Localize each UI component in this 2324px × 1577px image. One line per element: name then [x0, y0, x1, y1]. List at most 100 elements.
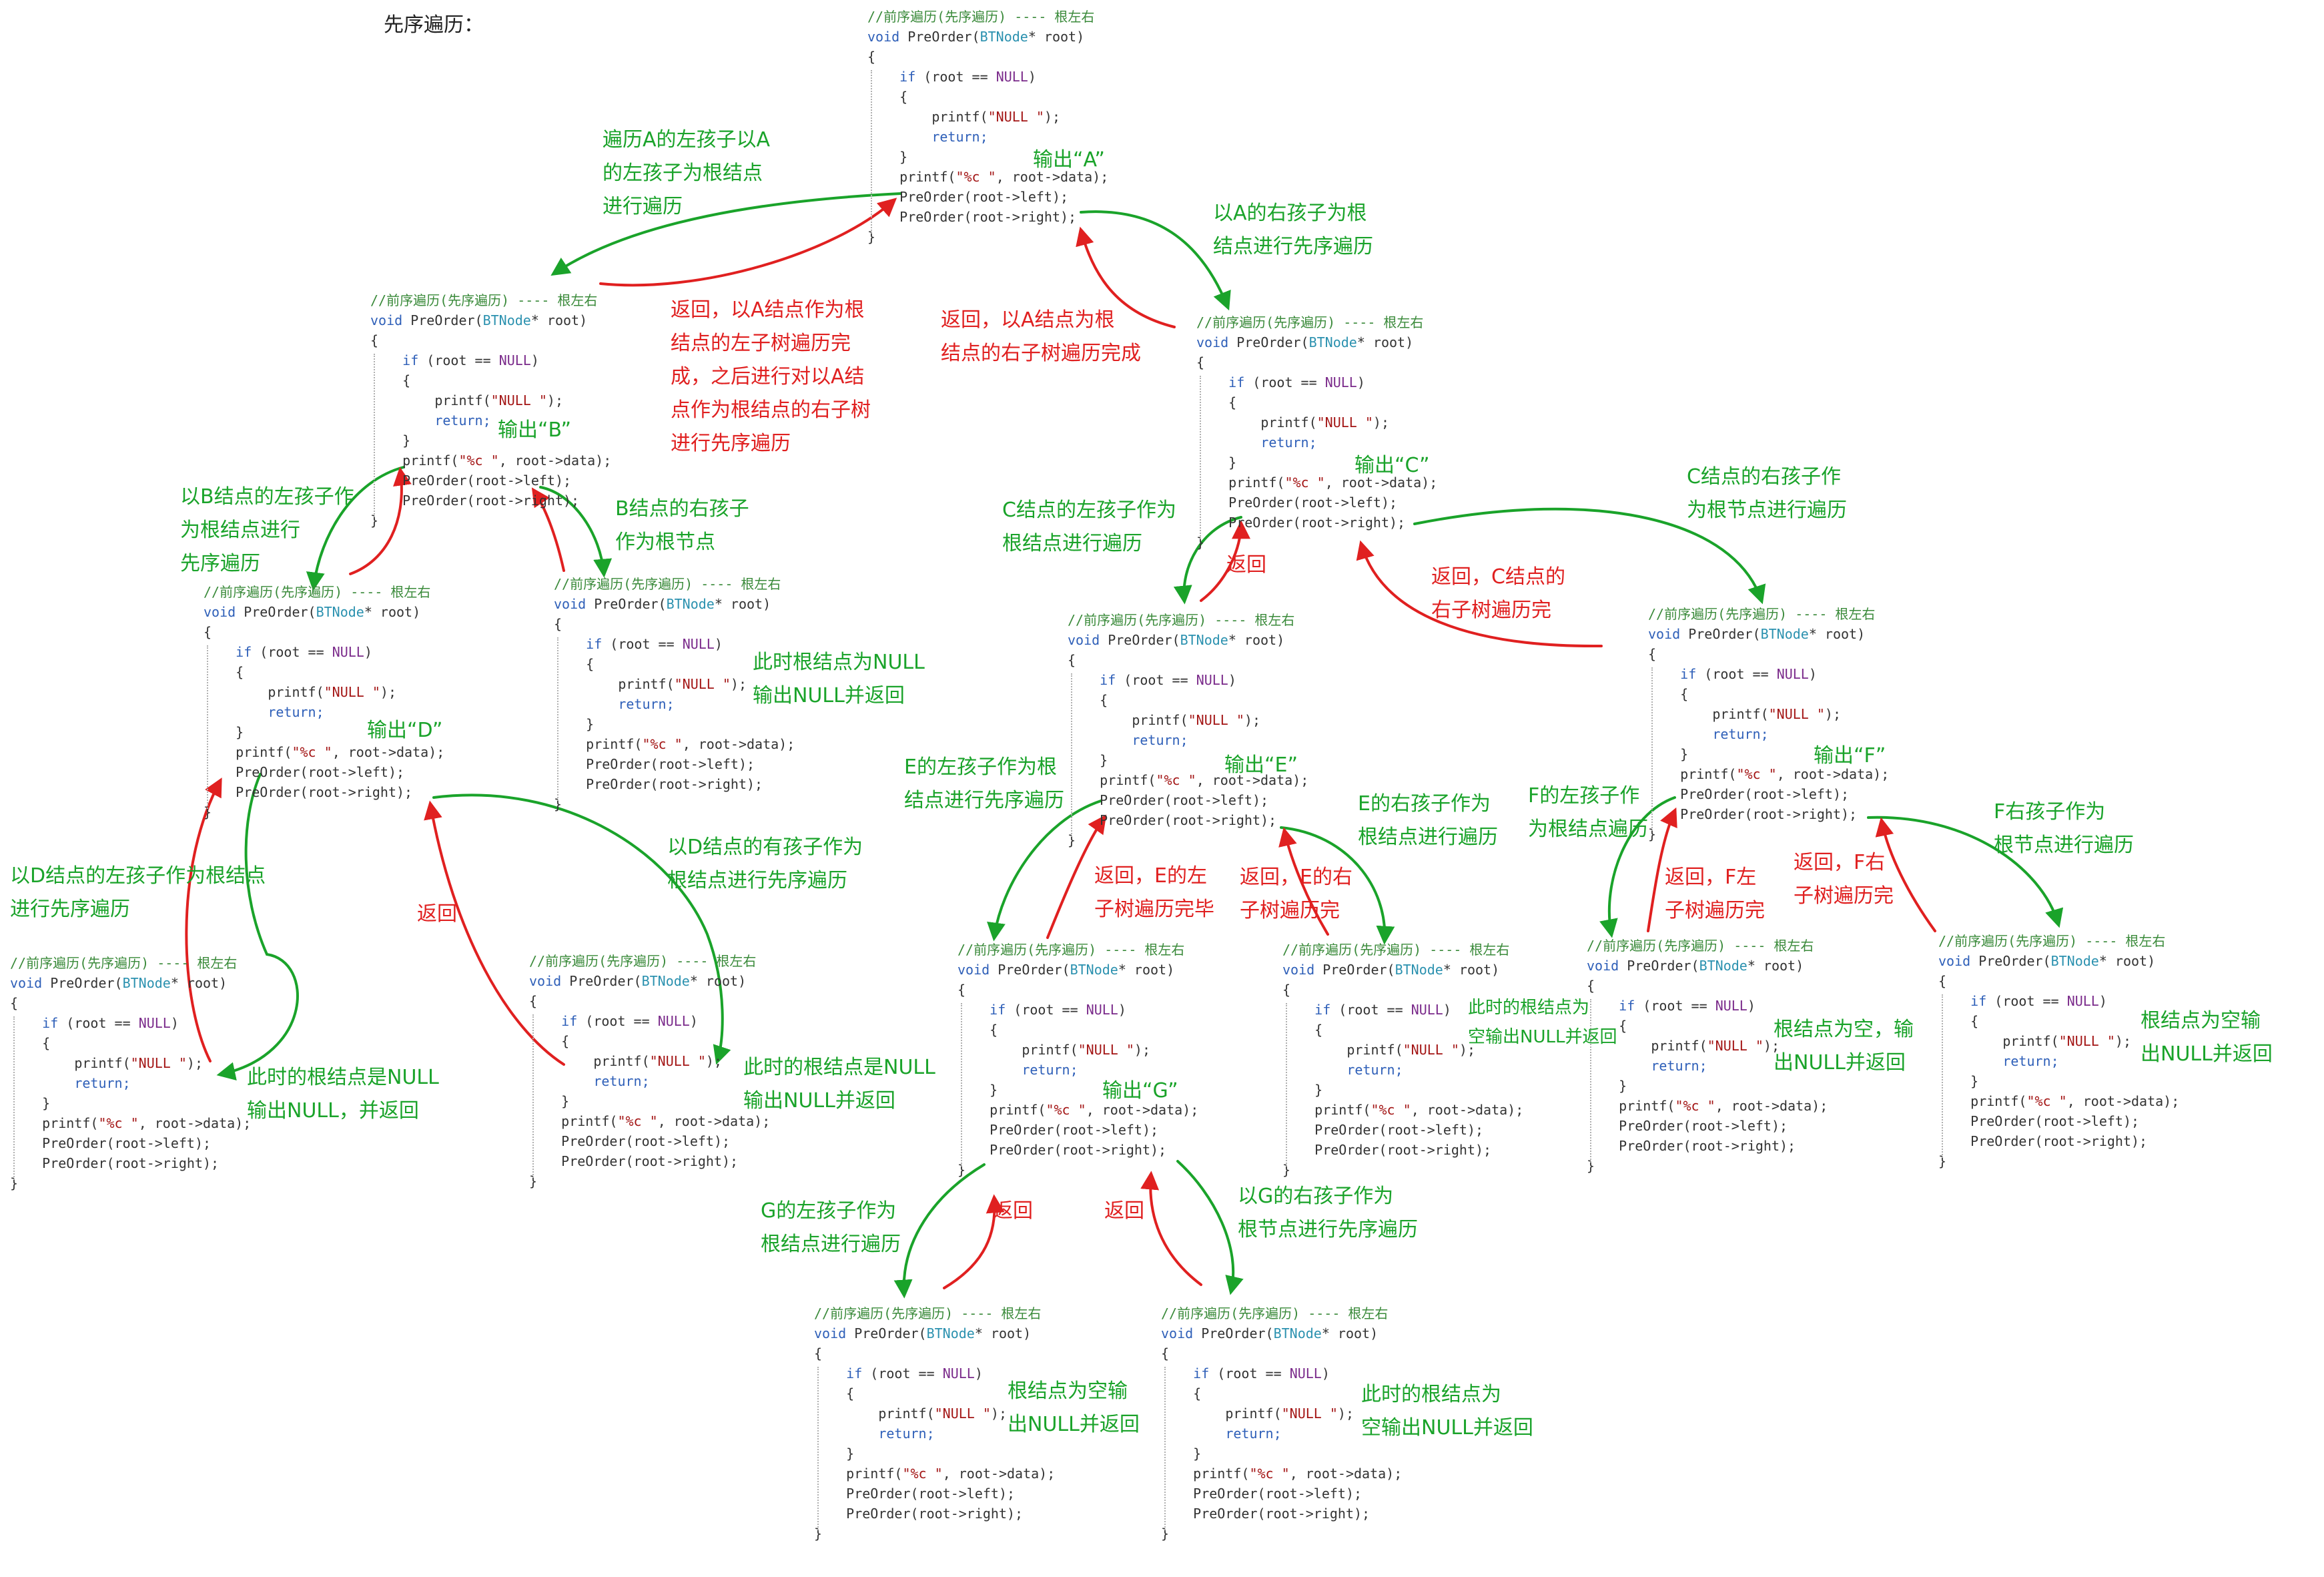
arrow-gright-return	[1140, 1171, 1202, 1286]
note-d-left: 以D结点的左孩子作为根结点 进行先序遍历	[10, 864, 266, 921]
arrow-d-to-b-return	[349, 466, 412, 575]
code-brace-rail	[1286, 1003, 1287, 1167]
note-c-left-back: 返回	[1226, 553, 1266, 577]
note-c-right-done: 返回，C结点的 右子树遍历完	[1431, 565, 1565, 622]
note-d-right-null: 此时的根结点是NULL 输出NULL并返回	[743, 1056, 935, 1113]
code-brace-rail	[961, 1003, 962, 1167]
note-f-right: F右孩子作为 根节点进行遍历	[1994, 800, 2134, 857]
note-g-right-back: 返回	[1104, 1199, 1144, 1223]
note-f-left-null: 根结点为空，输 出NULL并返回	[1774, 1018, 1914, 1074]
arrow-f-to-c-return	[1356, 540, 1603, 648]
note-g-left: G的左孩子作为 根结点进行遍历	[761, 1199, 901, 1256]
arrow-b-to-bright	[539, 486, 613, 578]
note-g-left-null: 根结点为空输 出NULL并返回	[1008, 1379, 1140, 1436]
note-b-right-null: 此时根结点为NULL 输出NULL并返回	[753, 651, 925, 707]
code-brace-rail	[532, 1014, 534, 1178]
note-d-output: 输出“D”	[367, 719, 443, 742]
arrow-bright-return	[531, 487, 565, 572]
arrow-d-to-dright	[432, 794, 731, 1065]
code-brace-rail	[207, 645, 208, 809]
note-g-right: 以G的右孩子作为 根节点进行先序遍历	[1238, 1185, 1418, 1241]
note-e-right: E的右孩子作为 根结点进行遍历	[1358, 792, 1498, 849]
arrow-c-to-f	[1413, 507, 1766, 605]
code-brace-rail	[1164, 1367, 1166, 1530]
arrow-eright-return	[1278, 827, 1329, 936]
note-b-right: B结点的右孩子 作为根节点	[615, 497, 749, 554]
arrow-b-to-d	[306, 466, 405, 591]
arrow-f-to-fright	[1867, 816, 2064, 928]
note-c-left: C结点的左孩子作为 根结点进行遍历	[1002, 499, 1176, 555]
code-brace-rail	[1942, 994, 1943, 1158]
arrow-g-to-e-return	[1046, 814, 1107, 939]
arrow-b-to-a-return	[599, 198, 897, 287]
arrow-e-to-c-return	[1200, 520, 1250, 602]
note-d-right: 以D结点的有孩子作为 根结点进行先序遍历	[667, 836, 863, 892]
note-e-right-null: 此时的根结点为 空输出NULL并返回	[1468, 998, 1617, 1047]
note-f-left: F的左孩子作 为根结点遍历	[1528, 784, 1648, 841]
arrow-c-to-e	[1173, 516, 1242, 605]
note-b-left: 以B结点的左孩子作 为根结点进行 先序遍历	[180, 485, 354, 575]
arrow-e-to-g	[987, 800, 1102, 942]
arrow-d-to-dleft	[216, 773, 299, 1080]
note-e-output: 输出“E”	[1224, 753, 1298, 777]
note-e-left-done: 返回，E的左 子树遍历完毕	[1094, 864, 1214, 921]
note-b-output: 输出“B”	[498, 418, 572, 442]
arrow-gleft-return	[943, 1194, 1005, 1289]
code-brace-rail	[1071, 673, 1072, 837]
code-brace-rail	[1651, 667, 1653, 831]
note-c-output: 输出“C”	[1354, 454, 1430, 477]
note-a-output: 输出“A”	[1033, 148, 1105, 172]
note-g-left-back: 返回	[993, 1199, 1033, 1223]
note-a-left-done: 返回，以A结点作为根 结点的左子树遍历完 成，之后进行对以A结 点作为根结点的右…	[671, 298, 871, 455]
code-brace-rail	[817, 1367, 819, 1530]
code-brace-rail	[13, 1016, 15, 1180]
note-a-right: 以A的右孩子为根 结点进行先序遍历	[1213, 202, 1373, 258]
arrow-f-to-fleft	[1599, 796, 1676, 938]
note-f-output: 输出“F”	[1814, 744, 1886, 767]
arrow-a-to-c	[1080, 210, 1231, 311]
arrow-c-to-a-return	[1076, 226, 1176, 328]
note-f-right-done: 返回，F右 子树遍历完	[1794, 851, 1894, 908]
arrow-fright-return	[1875, 817, 1936, 932]
note-f-left-done: 返回，F左 子树遍历完	[1665, 866, 1765, 922]
arrow-e-to-eright	[1280, 826, 1395, 945]
arrow-dright-return	[424, 800, 565, 1066]
code-brace-rail	[1200, 376, 1201, 539]
code-brace-rail	[374, 354, 375, 517]
arrow-g-to-gright	[1176, 1160, 1244, 1295]
note-e-left: E的左孩子作为根 结点进行先序遍历	[904, 755, 1064, 812]
code-brace-rail	[871, 70, 872, 234]
note-d-back: 返回	[417, 902, 457, 926]
arrow-fleft-return	[1647, 807, 1677, 932]
page-title: 先序遍历：	[384, 13, 484, 37]
note-c-right: C结点的右孩子作 为根节点进行遍历	[1687, 465, 1847, 522]
note-g-right-null: 此时的根结点为 空输出NULL并返回	[1361, 1383, 1533, 1440]
arrow-dleft-return	[185, 777, 222, 1062]
note-e-right-done: 返回，E的右 子树遍历完	[1240, 866, 1352, 922]
code-brace-rail	[557, 637, 558, 801]
arrow-g-to-gleft	[893, 1163, 986, 1299]
note-f-right-null: 根结点为空输 出NULL并返回	[2141, 1009, 2273, 1066]
note-d-left-null: 此时的根结点是NULL 输出NULL，并返回	[247, 1066, 439, 1123]
code-brace-rail	[1590, 999, 1591, 1163]
note-g-output: 输出“G”	[1102, 1079, 1178, 1102]
note-a-left: 遍历A的左孩子以A 的左孩子为根结点 进行遍历	[603, 128, 771, 218]
note-a-right-done: 返回，以A结点为根 结点的右子树遍历完成	[941, 308, 1141, 365]
